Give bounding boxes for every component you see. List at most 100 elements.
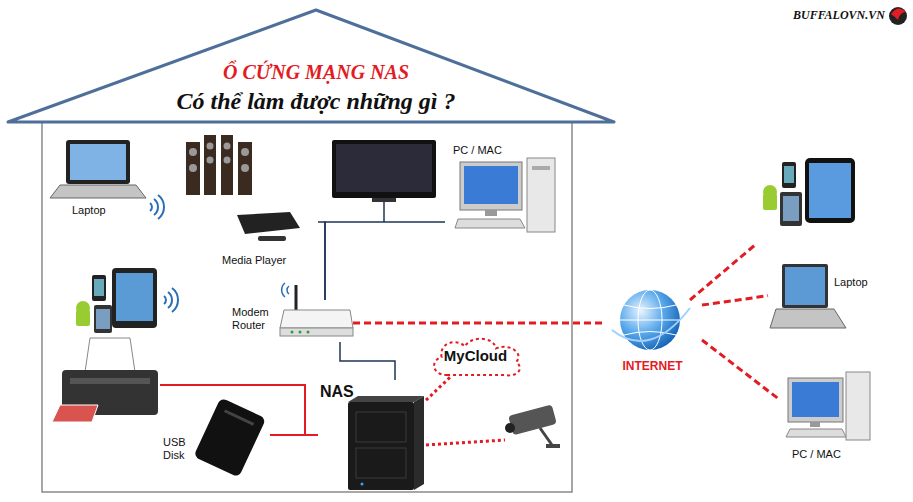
laptop-icon xyxy=(770,264,846,328)
router-icon xyxy=(280,328,353,336)
logo-icon xyxy=(889,7,907,25)
speaker-icon xyxy=(207,143,214,150)
camera-icon xyxy=(505,404,560,448)
speaker-icon xyxy=(204,135,216,195)
nas-icon xyxy=(348,396,424,402)
mobile-devices-icon xyxy=(76,268,157,333)
mobile-devices-icon xyxy=(784,166,794,183)
tv-icon xyxy=(372,198,396,202)
device-node: Laptop xyxy=(62,138,147,220)
speaker-icon xyxy=(238,142,252,195)
globe-icon xyxy=(612,308,690,341)
pc-icon xyxy=(846,372,870,440)
house-roof xyxy=(8,10,614,122)
mobile-devices-icon xyxy=(809,163,851,218)
internet-node: INTERNET xyxy=(605,287,702,382)
device-node: Media Player xyxy=(218,208,318,270)
mobile-devices-icon xyxy=(116,273,153,321)
speaker-icon xyxy=(221,135,233,195)
cloud-node: MyCloud xyxy=(428,335,525,377)
camera-icon xyxy=(508,404,557,435)
nas-icon xyxy=(414,396,424,490)
wifi-symbol xyxy=(158,195,164,219)
network-link xyxy=(702,340,780,400)
network-link xyxy=(426,377,450,400)
nas-icon xyxy=(348,402,414,490)
pc-icon xyxy=(786,372,870,440)
logo-icon xyxy=(889,7,907,25)
usb-disk-icon xyxy=(193,397,266,477)
network-link xyxy=(340,342,395,380)
tv-icon xyxy=(332,140,436,198)
device-node: NAS xyxy=(318,380,426,492)
speaker-icon xyxy=(224,143,231,150)
media-player-icon xyxy=(237,212,300,241)
camera-icon xyxy=(505,423,515,433)
tv-icon xyxy=(336,144,432,192)
wifi-symbol xyxy=(164,288,178,312)
house-outline: Ổ CỨNG MẠNG NAS Có thể làm được những gì … xyxy=(0,0,620,500)
internet-link xyxy=(690,245,755,300)
router-icon xyxy=(295,285,298,310)
device-node: Laptop xyxy=(768,258,895,335)
node-label: INTERNET xyxy=(605,359,700,373)
laptop-icon xyxy=(782,264,828,308)
mobile-devices-icon xyxy=(805,158,855,223)
tv-icon xyxy=(332,140,436,202)
router-icon xyxy=(291,331,294,334)
speaker-icon xyxy=(189,148,197,156)
device-node: USB Disk xyxy=(160,396,270,478)
wifi-symbol xyxy=(172,288,178,312)
laptop-icon xyxy=(770,309,846,328)
pc-icon xyxy=(786,429,846,437)
wifi-symbol xyxy=(282,283,285,297)
speaker-icon xyxy=(241,148,249,156)
nas-icon xyxy=(361,483,364,486)
node-label: Ổ CỨNG MẠNG NAS xyxy=(116,60,516,84)
camera-icon xyxy=(546,444,560,448)
pc-icon xyxy=(527,158,555,232)
mobile-devices-icon xyxy=(94,279,104,296)
node-label: Modem Router xyxy=(232,306,276,332)
wifi-symbol xyxy=(150,195,164,219)
device-node: Modem Router xyxy=(228,300,353,342)
wifi-symbol xyxy=(154,199,158,215)
logo-icon xyxy=(891,8,906,20)
laptop-icon xyxy=(70,144,126,180)
pc-icon xyxy=(532,166,550,170)
mobile-devices-icon xyxy=(782,162,796,188)
globe-icon xyxy=(620,320,680,321)
mobile-devices-icon xyxy=(783,196,799,221)
network-link xyxy=(325,222,445,300)
speaker-icon xyxy=(186,142,200,195)
globe-icon xyxy=(624,305,676,309)
pc-icon xyxy=(460,162,522,210)
pc-icon xyxy=(788,378,843,422)
network-wire xyxy=(383,202,385,222)
pc-icon xyxy=(455,158,555,232)
laptop-icon xyxy=(785,267,825,305)
router-icon xyxy=(280,285,353,336)
pc-icon xyxy=(464,166,518,204)
globe-icon xyxy=(620,290,680,350)
media-player-icon xyxy=(237,212,300,234)
printer-icon xyxy=(70,378,150,384)
router-icon xyxy=(307,331,310,334)
node-label: PC / MAC xyxy=(453,144,502,157)
laptop-icon xyxy=(50,185,146,198)
node-label: NAS xyxy=(320,382,354,401)
mobile-devices-icon xyxy=(92,275,106,301)
node-label: Có thể làm được những gì ? xyxy=(116,87,516,116)
node-label: PC / MAC xyxy=(792,448,841,461)
router-icon xyxy=(299,331,302,334)
node-label: USB Disk xyxy=(163,436,195,462)
speaker-icon xyxy=(241,164,249,172)
wifi-symbol xyxy=(287,286,289,294)
mobile-devices-icon xyxy=(94,305,112,333)
usb-disk-icon xyxy=(193,397,266,477)
nas-icon xyxy=(356,448,406,478)
node-label: MyCloud xyxy=(428,347,523,365)
laptop-icon xyxy=(50,140,146,198)
wifi-symbol xyxy=(168,292,172,308)
printer-icon xyxy=(85,338,135,372)
